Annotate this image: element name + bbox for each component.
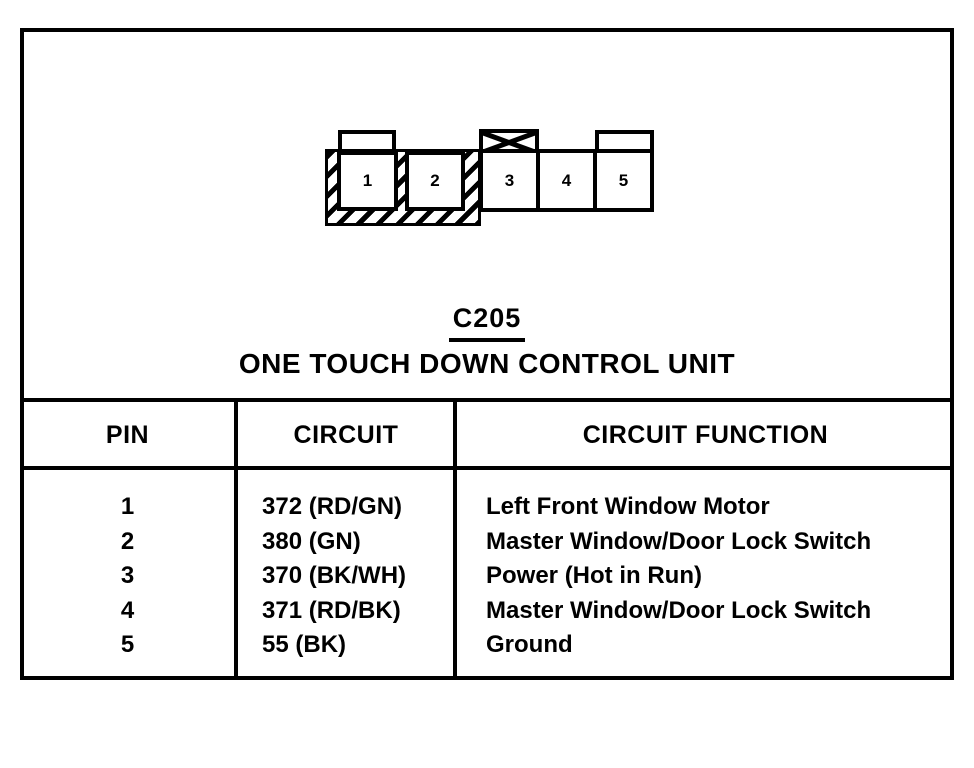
column-header-circuit: CIRCUIT bbox=[293, 421, 399, 449]
table-header-rule bbox=[20, 466, 954, 470]
pin-column: 1 2 3 4 5 bbox=[20, 490, 235, 663]
connector-pin-5: 5 bbox=[593, 153, 650, 208]
connector-pin-row-3-4-5: 3 4 5 bbox=[479, 149, 654, 212]
table-row-circuit: 372 (RD/GN) bbox=[262, 493, 403, 520]
table-row-pin: 2 bbox=[120, 527, 135, 555]
pin-1-number: 1 bbox=[362, 171, 373, 190]
table-column-divider-1 bbox=[234, 398, 238, 680]
table-row-circuit: 371 (RD/BK) bbox=[262, 596, 401, 624]
column-header-pin: PIN bbox=[105, 421, 150, 449]
table-row-function: Master Window/Door Lock Switch bbox=[486, 596, 872, 624]
connector-label-wrap: C205 bbox=[20, 303, 954, 342]
table-row-circuit: 55 (BK) bbox=[262, 631, 347, 659]
table-column-divider-2 bbox=[453, 398, 457, 680]
connector-pin-2: 2 bbox=[405, 151, 465, 211]
table-row-circuit: 370 (BK/WH) bbox=[262, 562, 407, 590]
pin-5-number: 5 bbox=[618, 170, 629, 190]
table-row-circuit: 380 (GN) bbox=[262, 527, 361, 555]
table-row-function: Left Front Window Motor bbox=[486, 493, 770, 520]
circuit-column: 372 (RD/GN) 380 (GN) 370 (BK/WH) 371 (RD… bbox=[262, 490, 406, 663]
table-row-pin: 1 bbox=[120, 493, 135, 520]
table-row-pin: 5 bbox=[120, 631, 135, 659]
circuit-function-column: Left Front Window Motor Master Window/Do… bbox=[486, 490, 871, 663]
pin-2-number: 2 bbox=[430, 171, 440, 190]
table-row-function: Power (Hot in Run) bbox=[486, 562, 702, 590]
table-row-function: Master Window/Door Lock Switch bbox=[486, 527, 872, 555]
page-title: ONE TOUCH DOWN CONTROL UNIT bbox=[238, 348, 736, 379]
table-row-pin: 4 bbox=[120, 596, 135, 624]
connector-pin-1: 1 bbox=[337, 151, 398, 211]
table-row-pin: 3 bbox=[120, 562, 135, 590]
column-header-circuit-function: CIRCUIT FUNCTION bbox=[582, 421, 829, 449]
pin-3-number: 3 bbox=[504, 170, 515, 190]
connector-label: C205 bbox=[448, 303, 526, 342]
x-cross-icon bbox=[483, 133, 535, 152]
table-row-function: Ground bbox=[486, 631, 573, 659]
page-border-frame bbox=[20, 28, 954, 680]
connector-pin-3: 3 bbox=[483, 153, 536, 208]
pin-4-number: 4 bbox=[561, 170, 572, 190]
connector-pin-4: 4 bbox=[536, 153, 593, 208]
table-top-rule bbox=[20, 398, 954, 402]
